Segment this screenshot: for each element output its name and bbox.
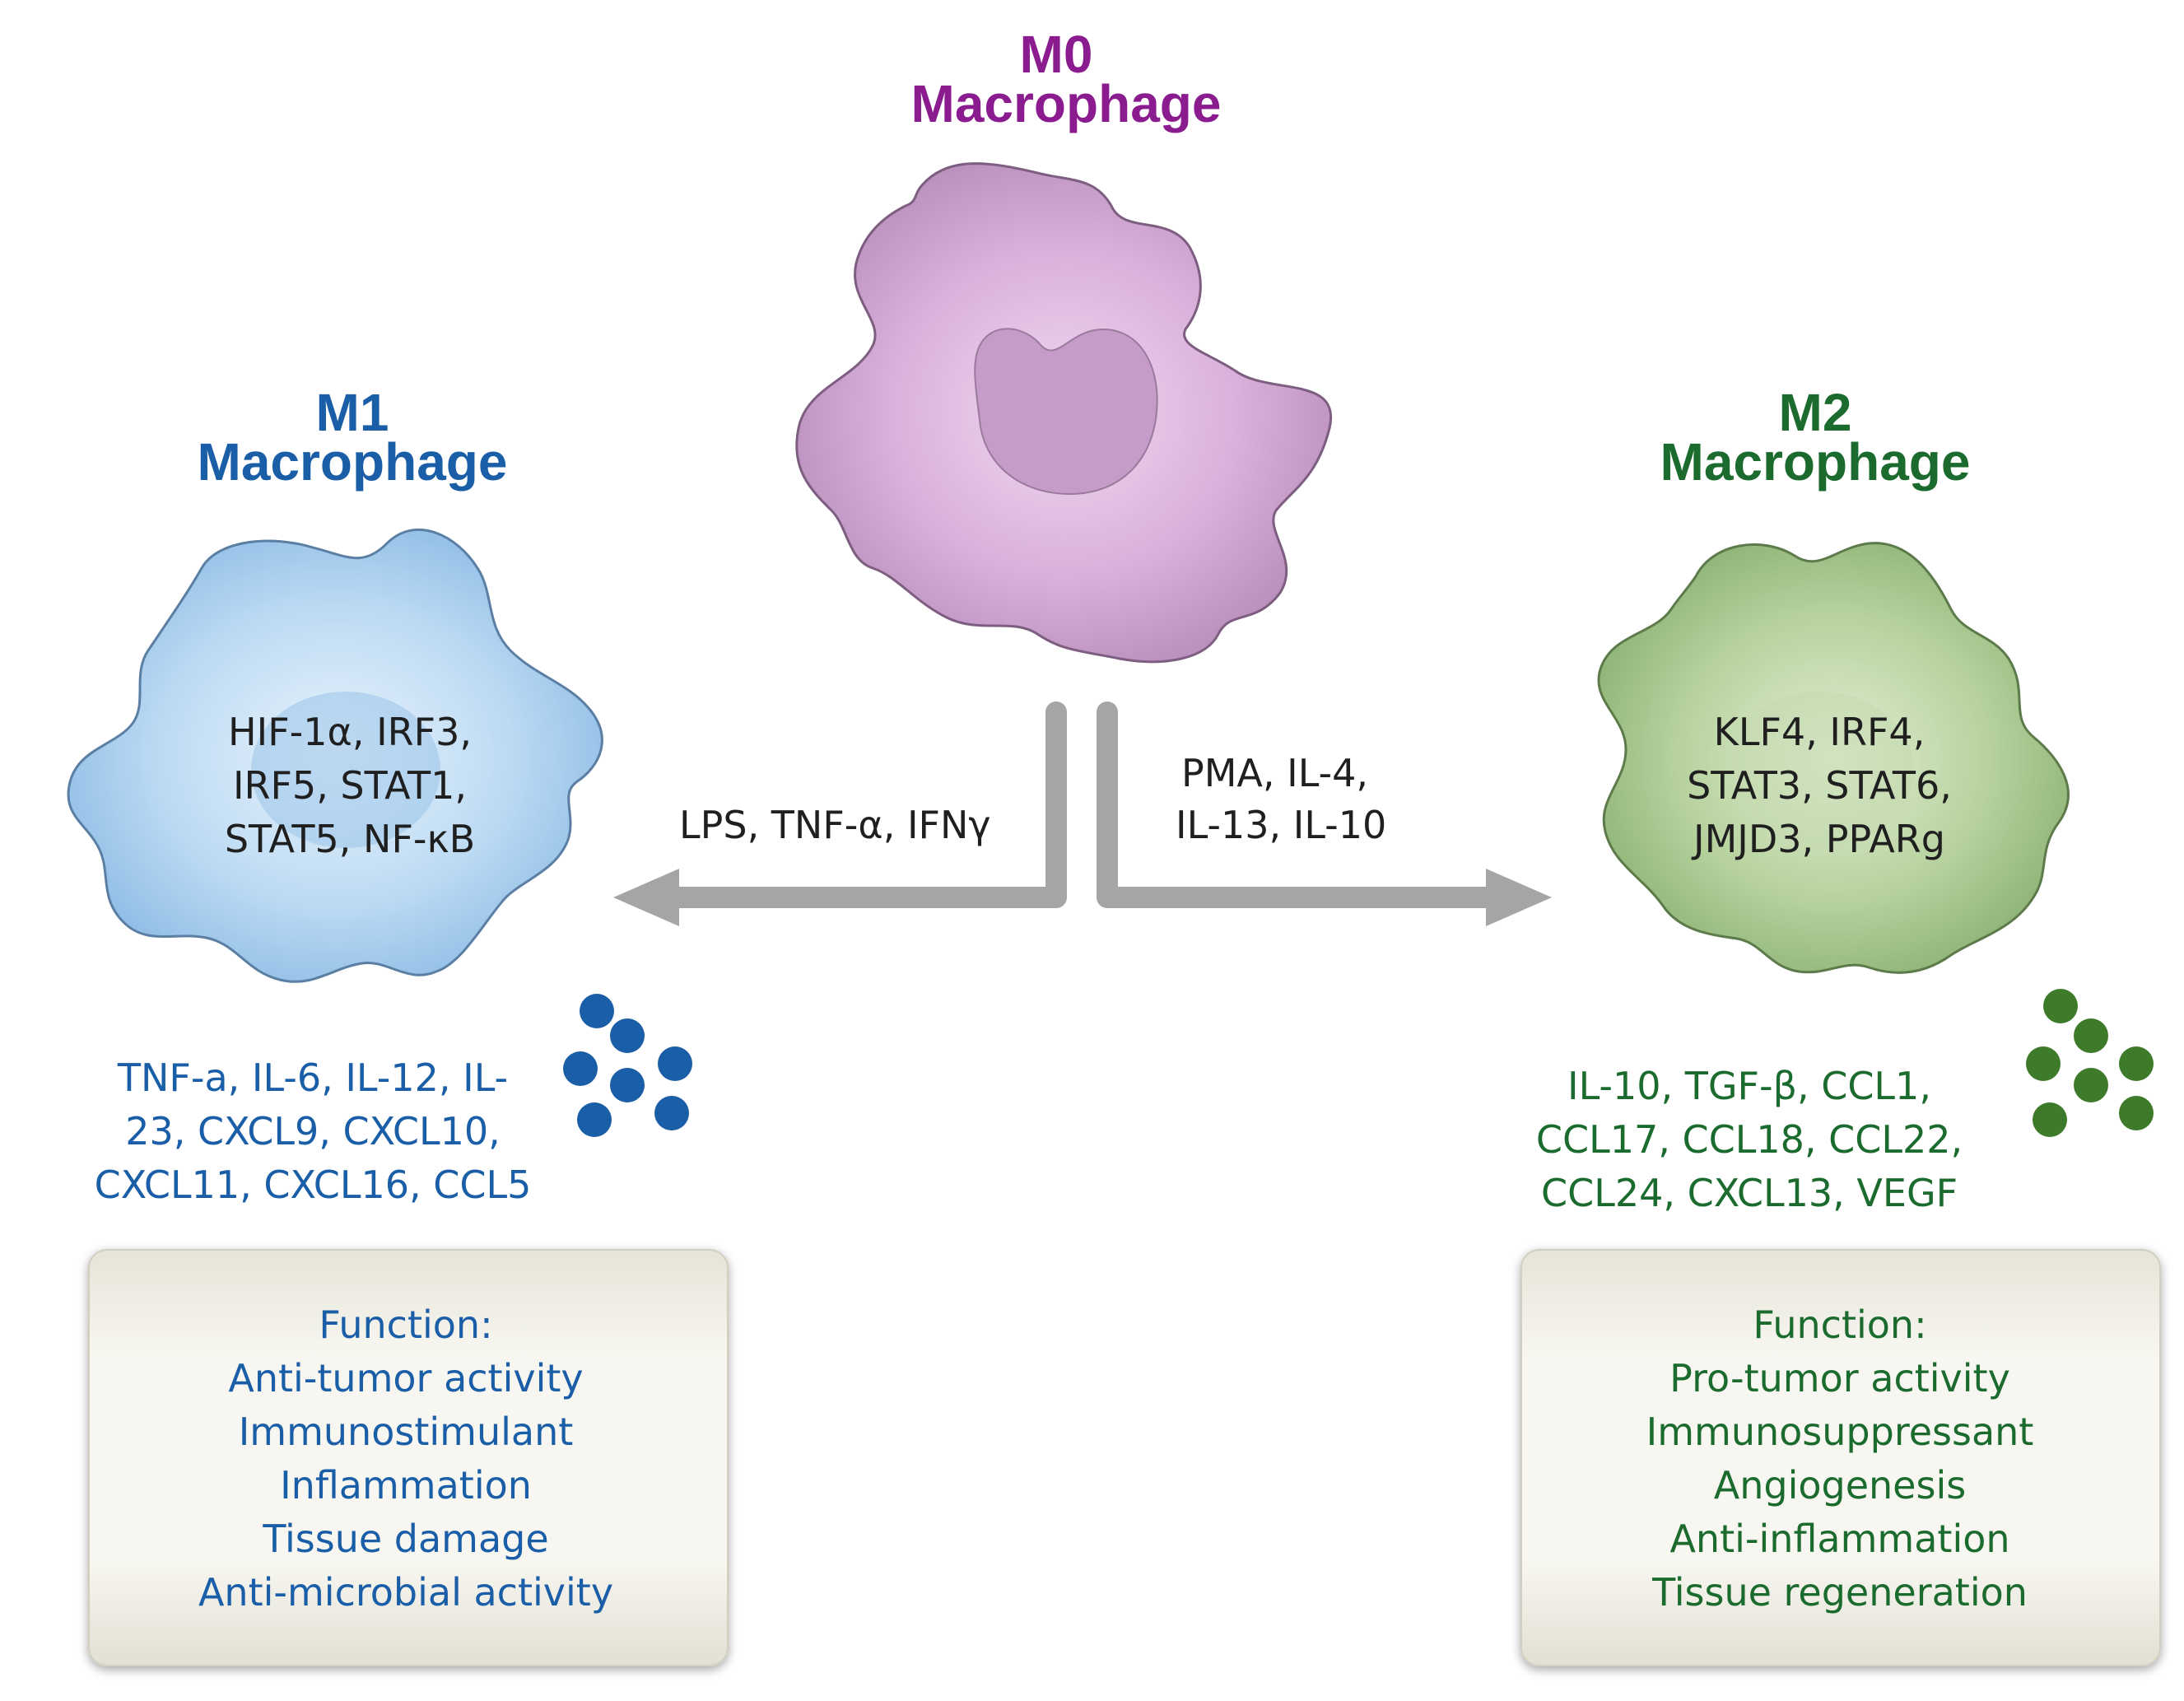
m1-dot xyxy=(610,1018,645,1053)
m2-function-item: Anti-inflammation xyxy=(1669,1517,2009,1561)
m2-cell xyxy=(1597,542,2070,974)
stimuli-to-m1: LPS, TNF-α, IFNγ xyxy=(679,803,991,847)
m2-function-box xyxy=(1520,1249,2161,1666)
m2-secreted-line: CCL24, CXCL13, VEGF xyxy=(1541,1171,1958,1215)
m1-function-item: Inflammation xyxy=(280,1463,532,1508)
m1-function-title: Function: xyxy=(319,1303,492,1347)
stimuli-to-m2-line1: PMA, IL-4, xyxy=(1181,751,1368,795)
m1-dot xyxy=(658,1046,692,1081)
m1-secreted-line: TNF-a, IL-6, IL-12, IL- xyxy=(117,1056,508,1100)
m1-dot xyxy=(610,1068,645,1102)
m2-dot xyxy=(2043,989,2078,1023)
m2-function-item: Pro-tumor activity xyxy=(1669,1356,2010,1400)
m1-function-box xyxy=(88,1249,729,1666)
stimuli-to-m2-line2: IL-13, IL-10 xyxy=(1176,803,1386,847)
m1-function-item: Anti-tumor activity xyxy=(228,1356,583,1400)
m1-marker-line: STAT5, NF-κB xyxy=(225,817,475,861)
m1-nucleus xyxy=(251,692,440,848)
m2-function-title: Function: xyxy=(1753,1303,1926,1347)
arrow-to-m1 xyxy=(613,701,1067,926)
m1-secreted-line: CXCL11, CXCL16, CCL5 xyxy=(95,1163,532,1207)
m2-marker-line: JMJD3, PPARg xyxy=(1691,817,1945,861)
m0-cell xyxy=(795,162,1333,664)
m2-dot xyxy=(2026,1046,2061,1081)
m0-nucleus xyxy=(974,328,1158,496)
m1-function-item: Anti-microbial activity xyxy=(198,1570,613,1615)
m1-marker-line: IRF5, STAT1, xyxy=(233,763,467,808)
m2-secreted-line: CCL17, CCL18, CCL22, xyxy=(1536,1117,1963,1162)
m1-dot xyxy=(563,1051,598,1086)
m0-title-line2: Macrophage xyxy=(911,74,1222,133)
m2-secreted-dots xyxy=(2026,989,2154,1137)
m1-title-line1: M1 xyxy=(316,383,389,442)
m2-function-item: Angiogenesis xyxy=(1714,1463,1966,1508)
m2-dot xyxy=(2119,1046,2154,1081)
m1-secreted-dots xyxy=(563,994,692,1137)
m2-marker-line: STAT3, STAT6, xyxy=(1687,763,1952,808)
m2-function-item: Tissue regeneration xyxy=(1651,1570,2028,1615)
m1-function-item: Tissue damage xyxy=(262,1517,548,1561)
m2-dot xyxy=(2119,1096,2154,1130)
m1-function-item: Immunostimulant xyxy=(239,1410,574,1454)
arrow-to-m2 xyxy=(1097,701,1552,926)
m0-title-line1: M0 xyxy=(1020,25,1093,84)
m1-secreted-line: 23, CXCL9, CXCL10, xyxy=(125,1109,501,1153)
m2-title-line1: M2 xyxy=(1779,383,1852,442)
m2-dot xyxy=(2033,1102,2067,1137)
m1-marker-line: HIF-1α, IRF3, xyxy=(228,710,472,754)
m1-dot xyxy=(577,1102,612,1137)
m2-title-line2: Macrophage xyxy=(1660,432,1971,492)
m2-secreted-line: IL-10, TGF-β, CCL1, xyxy=(1567,1064,1931,1108)
m2-dot xyxy=(2074,1068,2108,1102)
m2-function-item: Immunosuppressant xyxy=(1646,1410,2034,1454)
m2-dot xyxy=(2074,1018,2108,1053)
m1-cell xyxy=(67,528,603,983)
m1-title-line2: Macrophage xyxy=(198,432,508,492)
m2-nucleus xyxy=(1725,692,1914,848)
m1-dot xyxy=(580,994,614,1028)
m1-dot xyxy=(654,1096,689,1130)
m2-marker-line: KLF4, IRF4, xyxy=(1714,710,1926,754)
